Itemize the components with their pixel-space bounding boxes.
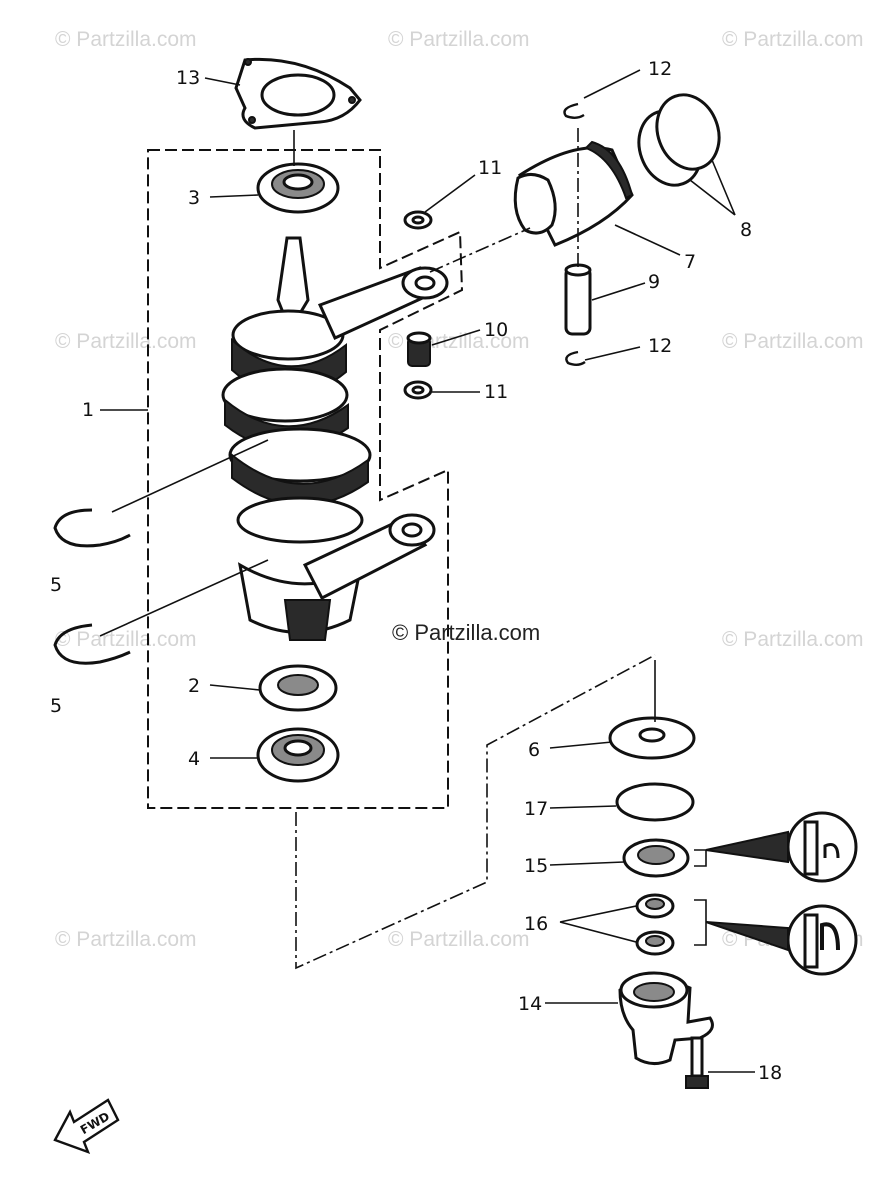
part-9-piston-pin (564, 263, 592, 336)
callout-5: 5 (50, 574, 62, 596)
seal-detail-inset (786, 904, 858, 976)
callout-9: 9 (648, 271, 660, 293)
part-8-piston-rings (637, 93, 721, 187)
watermark: © Partzilla.com (55, 28, 197, 51)
callout-12: 12 (648, 58, 672, 80)
part-2-gear (258, 664, 338, 712)
part-13-cover-plate (234, 57, 362, 130)
watermark: © Partzilla.com (388, 28, 530, 51)
callout-18: 18 (758, 1062, 782, 1084)
part-17-o-ring (615, 782, 695, 822)
part-16-seal (635, 930, 675, 956)
callout-4: 4 (188, 748, 200, 770)
callout-10: 10 (484, 319, 508, 341)
part-1-crankshaft (221, 236, 449, 641)
callout-11: 11 (478, 157, 502, 179)
callout-11: 11 (484, 381, 508, 403)
part-12-circlip (565, 350, 586, 366)
part-4-bearing (256, 727, 340, 783)
part-5-clip (53, 508, 131, 548)
callout-6: 6 (528, 739, 540, 761)
part-3-bearing (256, 162, 340, 214)
callout-13: 13 (176, 67, 200, 89)
assembly-boundary (147, 149, 464, 809)
watermark: © Partzilla.com (55, 330, 197, 353)
callout-1: 1 (82, 399, 94, 421)
part-6-washer (608, 716, 696, 760)
part-11-washer (403, 210, 433, 230)
part-10-needle-bearing (406, 331, 432, 367)
callout-7: 7 (684, 251, 696, 273)
callout-17: 17 (524, 798, 548, 820)
watermark: © Partzilla.com (55, 628, 197, 651)
callout-14: 14 (518, 993, 542, 1015)
copyright-credit: © Partzilla.com (392, 620, 541, 645)
inset-pointer (705, 830, 789, 864)
part-5-clip (53, 623, 131, 665)
fwd-arrow-icon: FWD (53, 1098, 120, 1155)
part-11-washer (403, 380, 433, 400)
part-7-piston (513, 140, 634, 247)
callout-15: 15 (524, 855, 548, 877)
callout-12: 12 (648, 335, 672, 357)
watermark: © Partzilla.com (55, 928, 197, 951)
part-15-oil-seal (622, 838, 690, 878)
watermark: © Partzilla.com (388, 928, 530, 951)
part-12-circlip (563, 102, 585, 119)
callout-5: 5 (50, 695, 62, 717)
callout-16: 16 (524, 913, 548, 935)
seal-detail-inset (786, 811, 858, 883)
watermark: © Partzilla.com (722, 330, 864, 353)
watermark: © Partzilla.com (722, 28, 864, 51)
part-18-bolt (685, 1036, 709, 1089)
callout-2: 2 (188, 675, 200, 697)
callout-8: 8 (740, 219, 752, 241)
part-14-housing (618, 971, 714, 1065)
part-16-seal (635, 893, 675, 919)
callout-3: 3 (188, 187, 200, 209)
inset-pointer (705, 921, 789, 952)
watermark: © Partzilla.com (722, 628, 864, 651)
